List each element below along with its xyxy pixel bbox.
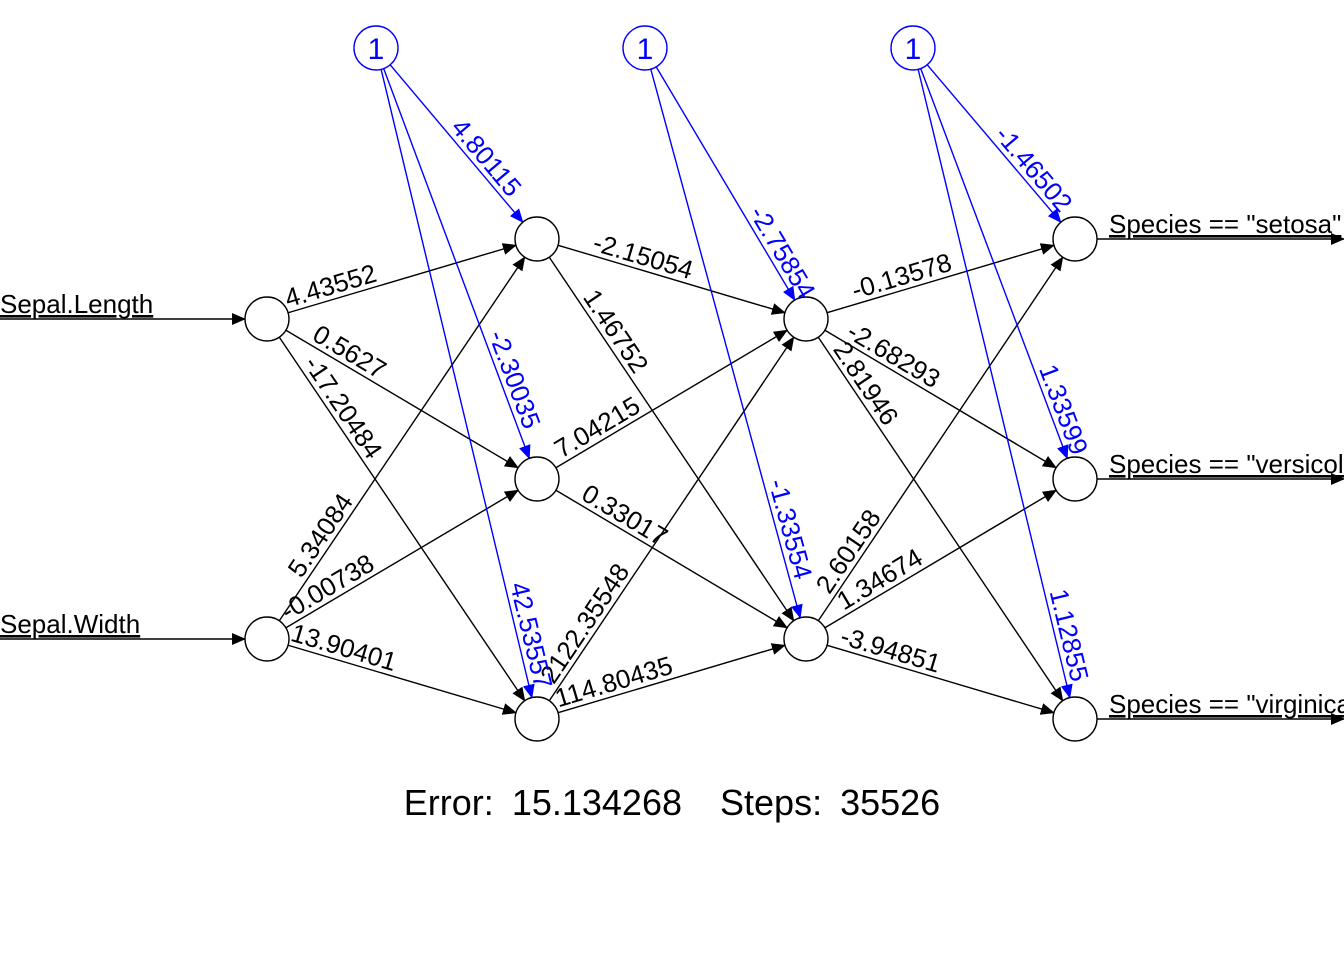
- input-label-2: Sepal.Width: [0, 609, 140, 639]
- bias-weight-label-h1-2: -2.30035: [483, 326, 547, 433]
- bias-weight-label-out-3: 1.12855: [1044, 586, 1095, 684]
- weight-label-h2-1-out-1: -0.13578: [848, 247, 955, 305]
- steps-label: Steps:: [720, 782, 822, 823]
- edge-h1-3-h2-2: [557, 643, 786, 714]
- bias-edge-h2-2: [650, 69, 803, 619]
- steps-value: 35526: [840, 782, 940, 823]
- bias-edge-h1-2: [383, 68, 531, 460]
- bias-node-label-3: 1: [905, 33, 922, 66]
- edge-h2-2-out-2: [824, 489, 1057, 629]
- edge-h2-2-out-3: [826, 644, 1055, 715]
- bias-edge-h1-1: [389, 64, 524, 223]
- edge-h1-2-h2-2: [555, 489, 788, 629]
- bias-node-3: [890, 25, 936, 71]
- neurons: 1 1 1: [244, 25, 1098, 742]
- bias-edge-h1-3: [380, 69, 535, 699]
- error-label: Error:: [404, 782, 494, 823]
- output-neuron-1: [1052, 216, 1098, 262]
- edge-h1-1-h2-2: [548, 256, 795, 622]
- bias-edge-out-2: [920, 68, 1069, 460]
- edge-in2-h1-1: [278, 256, 526, 622]
- output-neuron-2: [1052, 456, 1098, 502]
- bias-edge-out-3: [917, 69, 1073, 699]
- weight-label-h1-1-h2-1: -2.15054: [590, 227, 697, 285]
- weight-label-h1-2-h2-2: 0.33017: [577, 478, 673, 552]
- input-neuron-2: [244, 616, 290, 662]
- bias-edge-out-1: [926, 64, 1062, 223]
- weight-label-h2-2-out-3: -3.94851: [837, 621, 944, 679]
- bias-node-2: [622, 25, 668, 71]
- edge-h1-2-h2-1: [555, 329, 788, 469]
- hidden1-neuron-2: [514, 456, 560, 502]
- output-label-3: Species == "virginica": [1109, 689, 1344, 719]
- edge-h1-1-h2-1: [557, 244, 786, 315]
- edge-in2-h1-3: [287, 644, 517, 715]
- hidden1-neuron-1: [514, 216, 560, 262]
- input-label-1: Sepal.Length: [0, 289, 153, 319]
- hidden1-neuron-3: [514, 696, 560, 742]
- output-label-1: Species == "setosa": [1109, 209, 1341, 239]
- bias-weight-label-h1-1: 4.80115: [445, 113, 527, 203]
- connection-edges: [0, 64, 1344, 725]
- edge-in2-h1-2: [285, 489, 519, 629]
- weight-label-in2-h1-3: 13.90401: [288, 617, 401, 677]
- edge-h2-1-out-1: [826, 243, 1055, 314]
- weight-label-in1-h1-1: 4.43552: [281, 258, 380, 313]
- edge-h2-1-out-2: [824, 329, 1057, 469]
- bias-node-1: [353, 25, 399, 71]
- output-label-2: Species == "versicolor": [1109, 449, 1344, 479]
- edge-h2-2-out-1: [817, 256, 1064, 622]
- bias-weight-label-h2-1: -2.75854: [744, 200, 822, 304]
- edge-in1-h1-1: [287, 243, 517, 314]
- weight-label-h1-2-h2-1: 7.04215: [549, 390, 645, 464]
- output-neuron-3: [1052, 696, 1098, 742]
- hidden2-neuron-2: [783, 616, 829, 662]
- edge-in1-h1-2: [285, 329, 519, 469]
- bias-node-label-1: 1: [368, 33, 385, 66]
- bias-weight-label-h2-2: -1.33554: [763, 475, 819, 582]
- bias-node-label-2: 1: [637, 33, 654, 66]
- edge-in1-h1-3: [278, 336, 526, 702]
- error-summary: Error: 15.134268 Steps: 35526: [404, 782, 940, 823]
- edge-h1-3-h2-1: [548, 336, 795, 702]
- error-value: 15.134268: [512, 782, 682, 823]
- input-neuron-1: [244, 296, 290, 342]
- bias-edge-h2-1: [655, 66, 796, 301]
- weight-label-h1-1-h2-2: 1.46752: [577, 284, 654, 379]
- bias-weight-label-h1-3: 42.53557: [504, 579, 558, 691]
- weight-labels: 4.435520.5627-17.204845.34084-0.0073813.…: [0, 113, 1344, 719]
- bias-weight-label-out-1: -1.46502: [989, 120, 1078, 218]
- bias-weight-label-out-2: 1.33599: [1033, 360, 1094, 459]
- hidden2-neuron-1: [783, 296, 829, 342]
- edge-h2-1-out-3: [817, 336, 1064, 702]
